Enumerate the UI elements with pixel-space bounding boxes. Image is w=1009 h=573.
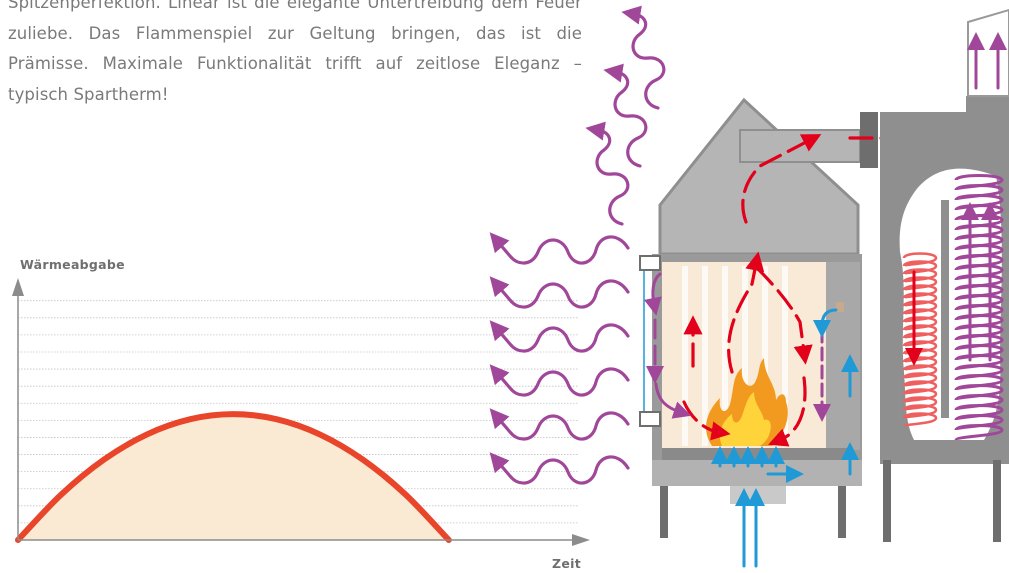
flue-collar [860,112,878,168]
y-axis-arrow-icon [12,278,24,296]
radiant-heat-wave-icon [489,452,630,485]
fireplace [639,97,878,538]
radiant-heat-wave-icon [489,408,630,441]
heat-coil-warm [902,252,938,428]
heat-exchanger-unit [880,8,1009,542]
y-axis-label: Wärmeabgabe [20,257,125,272]
side-wall-insulation [826,262,860,450]
flame-inner [719,392,771,446]
cold-air-flow [711,308,859,568]
hot-air-arrow-icon [768,376,807,447]
fireplace-hood [658,97,860,256]
heat-output-curve [15,411,452,543]
x-axis-arrow-icon [572,534,590,546]
x-axis-label: Zeit [552,556,582,571]
exchanger-top-collar [966,96,1009,114]
hot-air-arrow-icon [755,266,813,365]
warm-air-arrow-icon [654,382,692,419]
exchanger-leg [993,460,1001,542]
radiant-heat-wave-icon [585,121,630,226]
exchanger-flow [905,32,1007,366]
heat-coil-radiant [954,174,1004,442]
fireplace-leg [838,486,846,538]
heat-output-chart [12,278,590,546]
radiant-heat-wave-icon [603,63,648,168]
radiant-heat-wave-icon [489,364,630,397]
exchanger-core [941,200,949,418]
warm-air-arrow-icon [643,272,662,316]
grate [662,448,852,460]
heat-output-area [18,414,449,540]
radiant-heat-waves [489,5,666,485]
radiant-heat-wave-icon [489,276,630,309]
air-slot [836,302,844,312]
hot-air-arrow-icon [741,134,822,224]
exchanger-leg [883,460,891,542]
air-inlet-box [730,486,786,504]
radiant-heat-wave-icon [489,232,630,265]
hot-air-flow [682,134,917,447]
chimney-outlet [967,8,1009,97]
cold-air-arrow-icon [813,308,838,338]
ash-chamber [652,460,862,486]
firebox-lining [662,262,856,450]
intro-paragraph: Spitzenperfektion. Linear ist die elegan… [8,0,582,104]
fireplace-leg [660,486,668,538]
door-top-bracket [639,255,661,271]
warm-air-flow [643,272,831,422]
radiant-heat-wave-icon [621,5,666,110]
hot-air-arrow-icon [727,251,765,374]
radiant-heat-wave-icon [489,320,630,353]
door-bottom-bracket [639,411,661,427]
